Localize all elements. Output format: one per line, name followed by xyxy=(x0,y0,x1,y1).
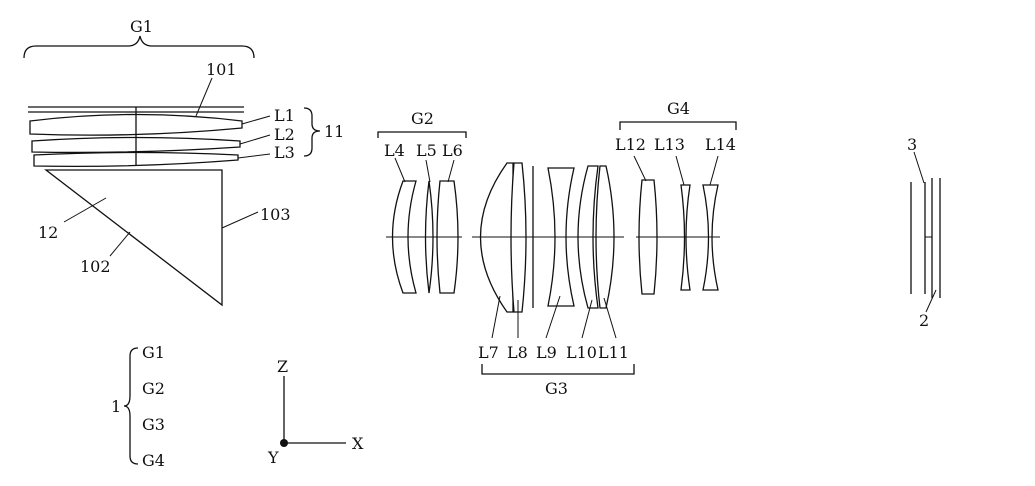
label-l1: L1 xyxy=(274,106,295,125)
label-l13: L13 xyxy=(654,135,685,154)
leader-l5 xyxy=(425,159,431,183)
leader-101 xyxy=(195,77,213,117)
g1-brace xyxy=(23,35,255,59)
group-g2: G2 L4 L5 L6 xyxy=(377,109,467,294)
brace-11 xyxy=(303,107,321,157)
y-axis-label: Y xyxy=(267,448,279,467)
leader-l6 xyxy=(447,159,455,183)
g2-label: G2 xyxy=(411,109,434,128)
leader-l12 xyxy=(633,155,647,182)
legend-brace xyxy=(123,347,139,465)
label-l14: L14 xyxy=(705,135,736,154)
ref-11: 11 xyxy=(324,122,344,141)
leader-l1 xyxy=(241,115,271,125)
leader-102 xyxy=(109,231,131,257)
leader-l2 xyxy=(239,134,271,145)
ref-12: 12 xyxy=(38,223,58,242)
legend-item-g3: G3 xyxy=(142,415,165,434)
g3-label: G3 xyxy=(545,379,568,398)
leader-2 xyxy=(925,289,937,313)
g4-bracket xyxy=(619,121,737,130)
g4-label: G4 xyxy=(667,99,690,118)
z-axis-label: Z xyxy=(277,357,288,376)
leader-l4 xyxy=(394,157,406,183)
g1-label: G1 xyxy=(130,17,153,36)
label-l12: L12 xyxy=(615,135,646,154)
group-g1: G1 101 L1 L2 L3 11 12 102 103 xyxy=(23,17,344,307)
label-l7: L7 xyxy=(478,343,499,362)
label-l4: L4 xyxy=(384,141,405,160)
leader-l13 xyxy=(675,155,685,186)
ref-103: 103 xyxy=(260,205,291,224)
label-l10: L10 xyxy=(566,343,597,362)
leader-3 xyxy=(913,151,925,184)
legend-item-g1: G1 xyxy=(142,343,165,362)
label-l11: L11 xyxy=(598,343,629,362)
image-plane-assembly: 3 2 xyxy=(907,135,941,330)
ref-101: 101 xyxy=(206,60,237,79)
leader-l10 xyxy=(581,299,593,339)
group-g3: L7 L8 L9 L10 L11 G3 xyxy=(472,162,635,398)
y-axis-origin-dot xyxy=(280,439,288,447)
leader-l11 xyxy=(603,297,617,339)
legend-item-g2: G2 xyxy=(142,379,165,398)
label-l2: L2 xyxy=(274,125,295,144)
leader-l14 xyxy=(709,155,719,186)
leader-103 xyxy=(221,211,259,229)
leader-12 xyxy=(63,197,107,223)
coordinate-axes: Z X Y xyxy=(267,357,364,467)
leader-l3 xyxy=(237,153,271,159)
x-axis-label: X xyxy=(352,434,364,453)
label-l3: L3 xyxy=(274,143,295,162)
label-l8: L8 xyxy=(507,343,528,362)
ref-102: 102 xyxy=(80,257,111,276)
leader-l9 xyxy=(545,295,561,339)
group-g4: G4 L12 L13 L14 xyxy=(615,99,737,295)
g2-bracket xyxy=(377,131,467,138)
g3-bracket xyxy=(481,364,635,375)
legend-item-g4: G4 xyxy=(142,451,165,470)
prism xyxy=(44,169,223,307)
leader-l7 xyxy=(491,295,501,339)
label-l5: L5 xyxy=(416,141,437,160)
group-legend: 1 G1 G2 G3 G4 xyxy=(111,343,165,470)
ref-3: 3 xyxy=(907,135,917,154)
legend-ref-1: 1 xyxy=(111,397,121,416)
label-l9: L9 xyxy=(536,343,557,362)
ref-2: 2 xyxy=(919,311,929,330)
label-l6: L6 xyxy=(442,141,463,160)
